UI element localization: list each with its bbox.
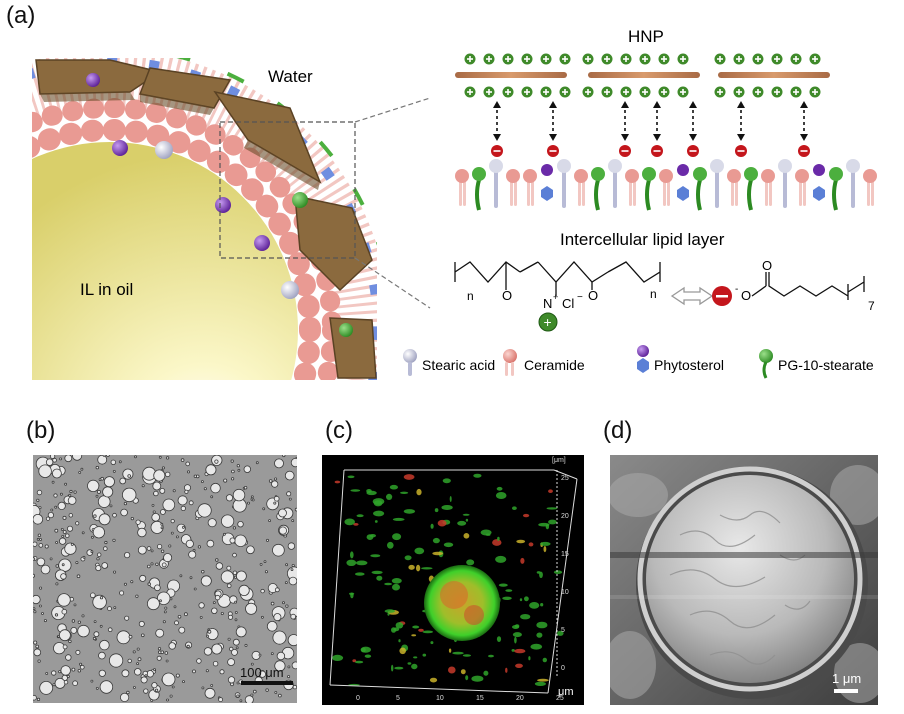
lipid-layer-label: Intercellular lipid layer	[560, 230, 725, 249]
positive-charges-top	[464, 53, 821, 65]
carbonyl-o-3: O	[762, 258, 772, 273]
sem-image	[610, 455, 878, 705]
hnp-fiber	[588, 72, 700, 78]
repeat-n-2: n	[650, 287, 657, 301]
chloride: Cl	[562, 296, 574, 311]
x-tick-label: 15	[476, 695, 484, 702]
droplet-illustration	[32, 58, 377, 380]
z-tick-label: 10	[561, 589, 569, 596]
water-label: Water	[268, 67, 313, 86]
x-tick-label: 20	[516, 695, 524, 702]
scale-bar-d	[834, 689, 858, 693]
panel-a-schematic: Water IL in oil HNP Intercellular lipid …	[32, 27, 877, 380]
panel-label-a: (a)	[6, 2, 36, 29]
hnp-fiber	[718, 72, 830, 78]
unit-top-c: [μm]	[552, 457, 566, 464]
polymer-structure	[454, 261, 661, 296]
legend: Stearic acid Ceramide Phytosterol PG-10-…	[403, 345, 874, 379]
droplet-field	[33, 455, 297, 703]
scale-label-d: 1 μm	[832, 671, 862, 686]
carbonyl-o-1: O	[502, 288, 512, 303]
z-tick-label: 0	[561, 665, 565, 672]
legend-phytosterol-label: Phytosterol	[654, 357, 724, 373]
carbonyl-o-2: O	[588, 288, 598, 303]
legend-ceramide-icon	[503, 349, 517, 376]
nitrogen-plus: +	[553, 292, 558, 302]
legend-stearic-icon	[403, 349, 417, 376]
repeat-n-1: n	[467, 289, 474, 303]
panel-label-b: (b)	[26, 417, 56, 444]
confocal-volume	[329, 469, 578, 694]
legend-phytosterol-icon	[637, 345, 649, 373]
x-tick-label: 10	[436, 695, 444, 702]
z-tick-label: 25	[561, 475, 569, 482]
cation-plus-badge	[538, 312, 558, 332]
nitrogen-atom: N	[543, 296, 552, 311]
hnp-label: HNP	[628, 27, 664, 46]
stearate-chain	[751, 272, 865, 300]
core-label: IL in oil	[80, 280, 133, 299]
lipid-layer-row	[455, 159, 877, 211]
x-tick-label: 5	[396, 695, 400, 702]
positive-charges-bottom	[464, 86, 821, 98]
z-tick-label: 20	[561, 513, 569, 520]
legend-stearic-label: Stearic acid	[422, 357, 495, 373]
chloride-minus: −	[577, 292, 583, 303]
x-tick-label: 0	[356, 695, 360, 702]
panel-label-d: (d)	[603, 417, 633, 444]
hnp-fibers	[455, 72, 830, 78]
unit-bottom-c: μm	[558, 686, 574, 698]
z-tick-label: 5	[561, 627, 565, 634]
double-arrow-icon	[670, 286, 714, 306]
hnp-fiber	[455, 72, 567, 78]
zoom-box	[219, 121, 356, 259]
legend-pg-stearate-label: PG-10-stearate	[778, 357, 874, 373]
panel-label-c: (c)	[325, 417, 353, 444]
legend-pg-stearate-icon	[759, 349, 773, 379]
electrostatic-arrows	[491, 101, 810, 157]
panel-c-confocal: [μm] μm 25 20 15 10 5 0 0 5 10 15 20 25	[322, 455, 584, 705]
panel-b-micrograph: 100 μm	[33, 455, 297, 703]
x-tick-label: 25	[556, 695, 564, 702]
legend-ceramide-label: Ceramide	[524, 357, 585, 373]
scale-bar-b	[241, 681, 293, 685]
anion-oxygen: O	[741, 288, 751, 303]
sem-particle	[646, 475, 854, 683]
z-tick-label: 15	[561, 551, 569, 558]
zoom-guide-top	[354, 97, 431, 123]
anion-oxygen-minus: -	[735, 284, 738, 295]
cation-plus-sign: +	[544, 314, 552, 330]
panel-d-sem: 1 μm	[610, 455, 878, 705]
scale-label-b: 100 μm	[240, 665, 284, 680]
repeat-n-3: 7	[868, 299, 875, 313]
zoom-guide-bottom	[354, 257, 431, 309]
